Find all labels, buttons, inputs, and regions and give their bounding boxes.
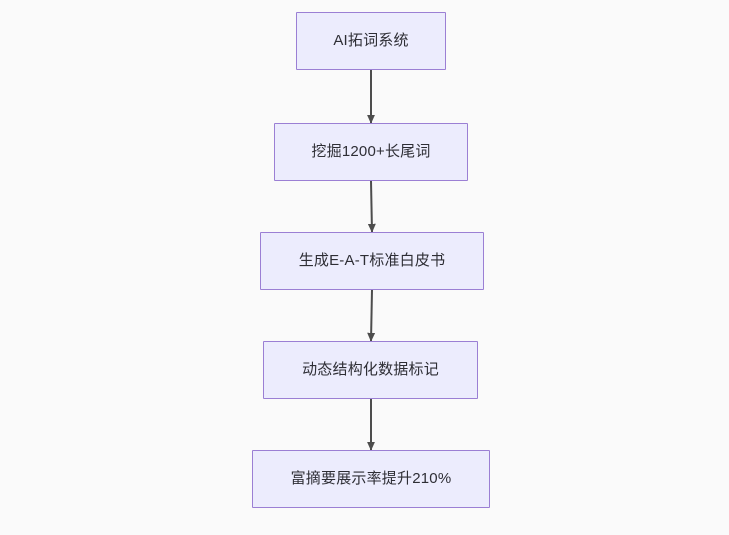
flow-node-2-label: 挖掘1200+长尾词 <box>311 143 431 160</box>
flow-node-1-label: AI拓词系统 <box>333 32 409 49</box>
flow-node-2[interactable]: 挖掘1200+长尾词 <box>274 123 468 181</box>
flow-edge-e2 <box>367 180 376 233</box>
flow-node-3[interactable]: 生成E-A-T标准白皮书 <box>260 232 484 290</box>
flow-node-3-label: 生成E-A-T标准白皮书 <box>298 252 446 269</box>
flow-edge-e3 <box>367 289 376 342</box>
flow-node-4[interactable]: 动态结构化数据标记 <box>263 341 478 399</box>
flow-node-4-label: 动态结构化数据标记 <box>302 361 439 378</box>
flow-node-5[interactable]: 富摘要展示率提升210% <box>252 450 490 508</box>
flow-node-1[interactable]: AI拓词系统 <box>296 12 446 70</box>
flow-node-5-label: 富摘要展示率提升210% <box>290 470 452 487</box>
